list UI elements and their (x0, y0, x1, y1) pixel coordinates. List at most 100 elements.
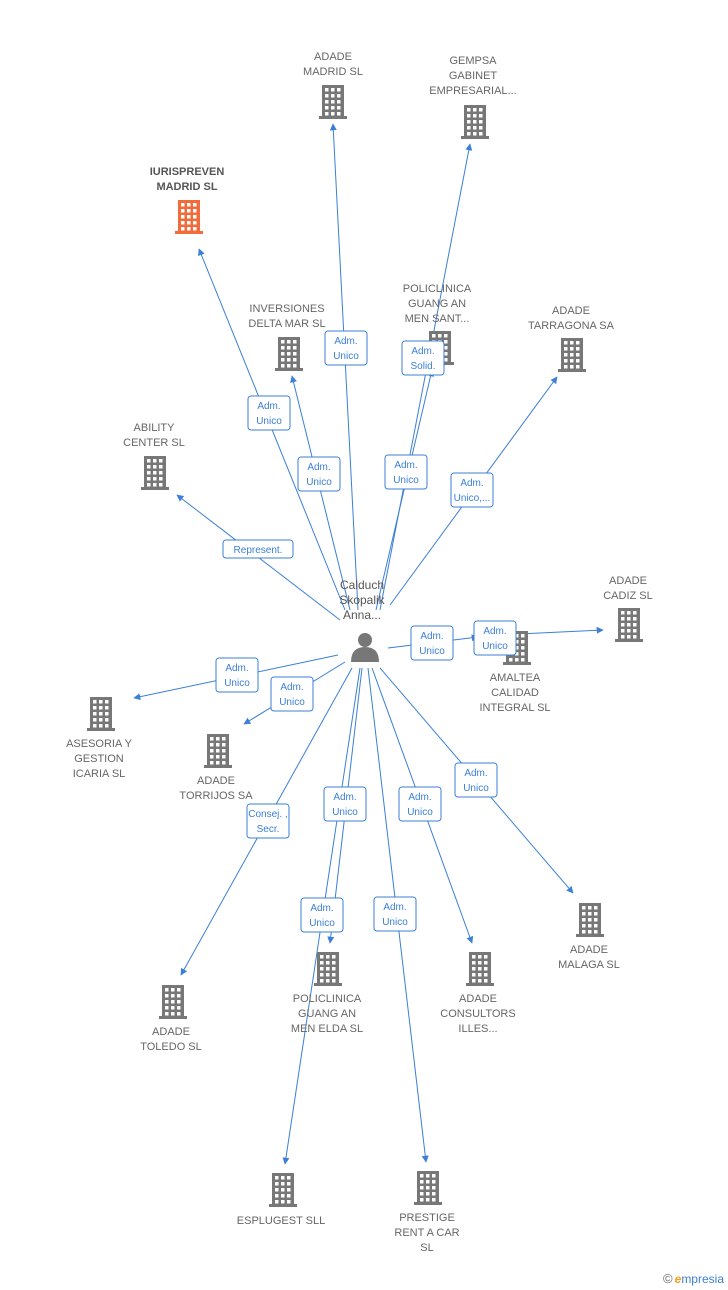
edge-label-adade-tarragona[interactable]: Adm.Unico,... (450, 472, 494, 508)
edge-label-text: Adm. (383, 902, 406, 913)
edge-label-inversiones-delta[interactable]: Adm.Unico (297, 456, 341, 492)
company-label-line: ADADE (609, 575, 647, 587)
edge-label-box (270, 676, 314, 712)
company-node-esplugest[interactable]: ESPLUGEST SLL (237, 1173, 325, 1227)
edge-label-text: Solid. (410, 361, 435, 372)
edge-label-ability-center[interactable]: Represent. (222, 539, 294, 559)
edge-label-box (324, 330, 368, 366)
building-icon (414, 1171, 442, 1205)
edge-label-text: Adm. (225, 663, 248, 674)
building-icon (461, 105, 489, 139)
edge-label-box (473, 620, 517, 656)
company-label-line: TARRAGONA SA (528, 320, 615, 332)
company-label-line: MADRID SL (303, 66, 363, 78)
company-label-line: MADRID SL (156, 181, 217, 193)
edge-policlinica-sant (375, 369, 434, 611)
edge-label-policlinica-sant[interactable]: Adm.Solid. (401, 340, 445, 376)
edge-label-text: Adm. (464, 768, 487, 779)
company-node-adade-cadiz[interactable]: ADADE CADIZ SL (603, 575, 653, 642)
building-icon (275, 337, 303, 371)
company-label-line: GEMPSA (449, 55, 497, 67)
edge-label-gempsa[interactable]: Adm.Unico (384, 454, 428, 490)
edge-label-text: Adm. (460, 478, 483, 489)
company-label-line: ADADE (197, 775, 235, 787)
edge-label-asesoria-icaria[interactable]: Adm.Unico (215, 657, 259, 693)
edge-label-text: Adm. (280, 682, 303, 693)
building-icon (87, 697, 115, 731)
edge-label-adade-madrid[interactable]: Adm.Unico (324, 330, 368, 366)
company-label-line: INTEGRAL SL (479, 702, 550, 714)
brand-initial: e (674, 1272, 682, 1286)
company-label-line: TOLEDO SL (140, 1041, 202, 1053)
building-icon (204, 734, 232, 768)
edge-label-box (323, 786, 367, 822)
edge-label-box (297, 456, 341, 492)
edge-label-adade-torrijos[interactable]: Adm.Unico (270, 676, 314, 712)
edge-label-box (246, 803, 290, 839)
edge-label-text: Adm. (257, 401, 280, 412)
brand-name: mpresia (681, 1272, 724, 1286)
edge-label-box (454, 762, 498, 798)
company-label-line: ASESORIA Y (66, 738, 132, 750)
edge-label-adade-consultors[interactable]: Adm.Unico (398, 786, 442, 822)
company-label-line: POLICLINICA (293, 993, 362, 1005)
edge-label-prestige[interactable]: Adm.Unico (373, 896, 417, 932)
building-icon (319, 85, 347, 119)
edge-label-policlinica-elda[interactable]: Adm.Unico (323, 786, 367, 822)
company-label-line: INVERSIONES (249, 303, 324, 315)
edge-label-adade-malaga[interactable]: Adm.Unico (454, 762, 498, 798)
edge-label-adade-toledo[interactable]: Consej. ,Secr. (246, 803, 290, 839)
building-icon (615, 608, 643, 642)
edge-label-text: Unico (482, 641, 508, 652)
company-label-line: POLICLINICA (403, 283, 472, 295)
company-label-line: EMPRESARIAL... (429, 85, 516, 97)
copyright-symbol: © (663, 1271, 673, 1286)
company-label: ESPLUGEST SLL (237, 1215, 325, 1227)
building-icon (466, 952, 494, 986)
edge-label-text: Represent. (234, 545, 283, 556)
edge-label-text: Secr. (257, 824, 280, 835)
building-icon (314, 952, 342, 986)
person-name-line: Anna... (343, 608, 381, 622)
company-label-line: CENTER SL (123, 437, 185, 449)
company-label-line: GUANG AN (298, 1008, 356, 1020)
edge-label-text: Adm. (394, 460, 417, 471)
person-icon (351, 633, 379, 662)
edge-label-text: Unico (419, 646, 445, 657)
edge-label-amaltea[interactable]: Adm. Unico (410, 625, 454, 661)
edge-label-box (373, 896, 417, 932)
company-label-line: CADIZ SL (603, 590, 653, 602)
edge-label-text: Unico (407, 807, 433, 818)
edge-label-box (300, 897, 344, 933)
edge-label-text: Adm. (420, 631, 443, 642)
edge-label-text: Unico (256, 416, 282, 427)
company-label-line: MEN SANT... (405, 313, 470, 325)
edge-label-iurispreven[interactable]: Adm. Unico (247, 395, 291, 431)
edge-label-box (410, 625, 454, 661)
edge-label-esplugest[interactable]: Adm.Unico (300, 897, 344, 933)
edge-label-adade-cadiz[interactable]: Adm.Unico (473, 620, 517, 656)
